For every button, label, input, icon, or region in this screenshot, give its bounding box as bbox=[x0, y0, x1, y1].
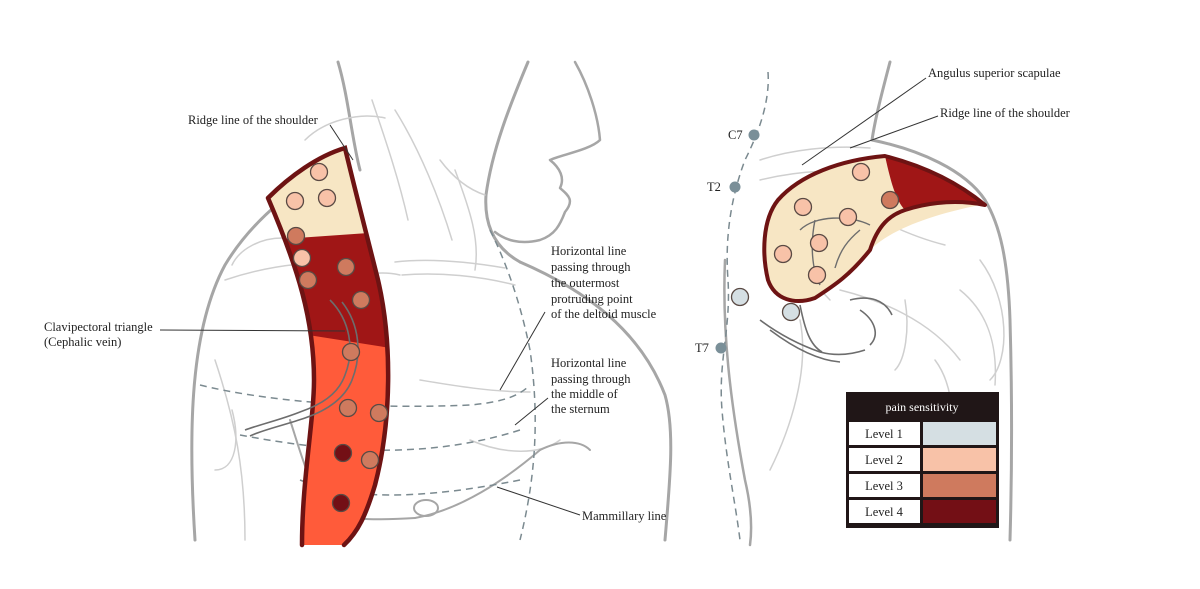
posterior-point-3 bbox=[838, 207, 858, 227]
legend-swatch-level-2 bbox=[923, 448, 996, 471]
anterior-leader-lines bbox=[159, 124, 581, 516]
scapula-dark-region bbox=[885, 156, 985, 210]
label-sternum-1: Horizontal line bbox=[551, 356, 627, 370]
anterior-point-9 bbox=[341, 342, 361, 362]
posterior-point-6 bbox=[807, 265, 827, 285]
posterior-point-8 bbox=[730, 287, 750, 307]
label-deltoid-4: protruding point bbox=[551, 292, 633, 306]
anterior-point-13 bbox=[333, 443, 353, 463]
anterior-point-14 bbox=[331, 493, 351, 513]
label-sternum-4: the sternum bbox=[551, 402, 610, 416]
legend-rows: Level 1 Level 2 Level 3 Level 4 bbox=[849, 422, 996, 523]
label-clavipectoral-2: (Cephalic vein) bbox=[44, 335, 121, 349]
label-t7: T7 bbox=[695, 341, 709, 355]
label-deltoid-5: of the deltoid muscle bbox=[551, 307, 657, 321]
posterior-acupoints bbox=[730, 162, 900, 322]
anterior-point-7 bbox=[336, 257, 356, 277]
legend-swatch-level-3 bbox=[923, 474, 996, 497]
legend-swatch-level-1 bbox=[923, 422, 996, 445]
anterior-point-12 bbox=[360, 450, 380, 470]
scapula-region bbox=[764, 156, 980, 301]
label-sternum-3: the middle of bbox=[551, 387, 618, 401]
anterior-point-8 bbox=[351, 290, 371, 310]
vertebra-c7-dot bbox=[748, 129, 760, 141]
posterior-labels: Angulus superior scapulae Ridge line of … bbox=[928, 66, 1071, 120]
posterior-point-4 bbox=[809, 233, 829, 253]
legend-label-cell-2 bbox=[849, 448, 920, 471]
anterior-point-4 bbox=[286, 226, 306, 246]
vertebra-t7-dot bbox=[715, 342, 727, 354]
legend-label-level-1: Level 1 bbox=[865, 427, 903, 441]
posterior-point-1 bbox=[851, 162, 871, 182]
label-clavipectoral-1: Clavipectoral triangle bbox=[44, 320, 153, 334]
vertebra-markers: C7 T2 T7 bbox=[695, 128, 760, 355]
label-t2: T2 bbox=[707, 180, 721, 194]
label-c7: C7 bbox=[728, 128, 743, 142]
legend-swatch-level-4 bbox=[923, 500, 996, 523]
legend-label-level-3: Level 3 bbox=[865, 479, 903, 493]
label-angulus: Angulus superior scapulae bbox=[928, 66, 1061, 80]
label-ridge-line-anterior: Ridge line of the shoulder bbox=[188, 113, 319, 127]
label-deltoid-2: passing through bbox=[551, 260, 631, 274]
posterior-point-9 bbox=[781, 302, 801, 322]
anterior-point-2 bbox=[285, 191, 305, 211]
anterior-point-3 bbox=[317, 188, 337, 208]
label-ridge-line-posterior: Ridge line of the shoulder bbox=[940, 106, 1071, 120]
legend-label-level-2: Level 2 bbox=[865, 453, 903, 467]
posterior-point-7 bbox=[880, 190, 900, 210]
label-sternum-2: passing through bbox=[551, 372, 631, 386]
label-mammillary: Mammillary line bbox=[582, 509, 667, 523]
anterior-point-11 bbox=[369, 403, 389, 423]
posterior-leader-lines bbox=[801, 77, 939, 166]
legend-label-cell-4 bbox=[849, 500, 920, 523]
legend-label-level-4: Level 4 bbox=[865, 505, 904, 519]
anterior-point-10 bbox=[338, 398, 358, 418]
cephalic-vein bbox=[244, 299, 359, 437]
posterior-point-2 bbox=[793, 197, 813, 217]
anterior-point-5 bbox=[292, 248, 312, 268]
posterior-point-5 bbox=[773, 244, 793, 264]
anterior-band-border bbox=[265, 145, 391, 548]
legend-title: pain sensitivity bbox=[886, 400, 959, 414]
anterior-labels: Ridge line of the shoulder Clavipectoral… bbox=[44, 113, 667, 523]
spine-line bbox=[720, 71, 769, 541]
label-deltoid-3: the outermost bbox=[551, 276, 620, 290]
vertebra-t2-dot bbox=[729, 181, 741, 193]
anterior-acupoints bbox=[285, 162, 389, 513]
anterior-point-6 bbox=[298, 270, 318, 290]
posterior-muscle-lines bbox=[759, 297, 893, 363]
scapula-border bbox=[762, 154, 987, 303]
anterior-point-1 bbox=[309, 162, 329, 182]
posterior-body-outline bbox=[723, 60, 1013, 547]
legend-label-cell-3 bbox=[849, 474, 920, 497]
label-deltoid-1: Horizontal line bbox=[551, 244, 627, 258]
legend-label-cell-1 bbox=[849, 422, 920, 445]
